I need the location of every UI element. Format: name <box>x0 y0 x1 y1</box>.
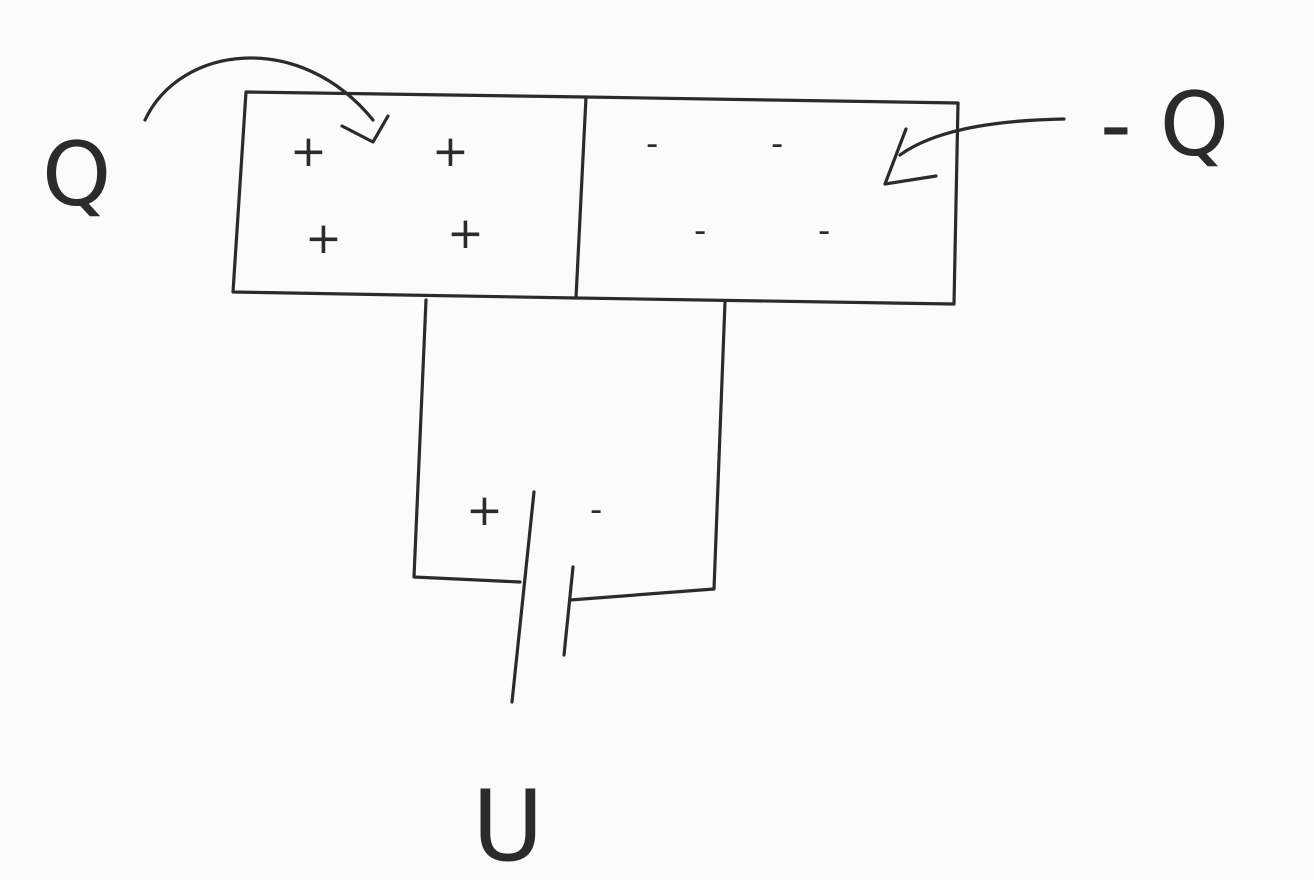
right-charge-label: - Q <box>1100 73 1229 176</box>
left-plate-sign: + <box>290 126 327 177</box>
left-plate <box>231 90 588 300</box>
left-plate-sign: + <box>447 208 484 259</box>
left-plate-sign: + <box>305 213 342 264</box>
right-plate-sign: - <box>818 211 830 251</box>
left-plate-sign: + <box>432 126 469 177</box>
left-charge-label: Q <box>42 123 111 226</box>
voltage-label: U <box>472 770 544 880</box>
left-charge-arrow <box>143 56 375 122</box>
right-plate-sign: - <box>694 211 706 251</box>
left-wire <box>412 298 522 584</box>
battery-short-plate <box>562 565 575 657</box>
right-charge-arrow <box>898 117 1066 157</box>
right-charge-arrow-head <box>883 127 938 186</box>
battery-negative-sign: - <box>590 490 602 530</box>
left-charge-arrow-head <box>340 114 390 144</box>
battery-long-plate <box>510 490 536 704</box>
battery-positive-sign: + <box>466 485 503 536</box>
right-plate-sign: - <box>646 124 658 164</box>
right-plate <box>574 95 960 306</box>
right-plate-sign: - <box>771 124 783 164</box>
right-wire <box>568 300 727 602</box>
